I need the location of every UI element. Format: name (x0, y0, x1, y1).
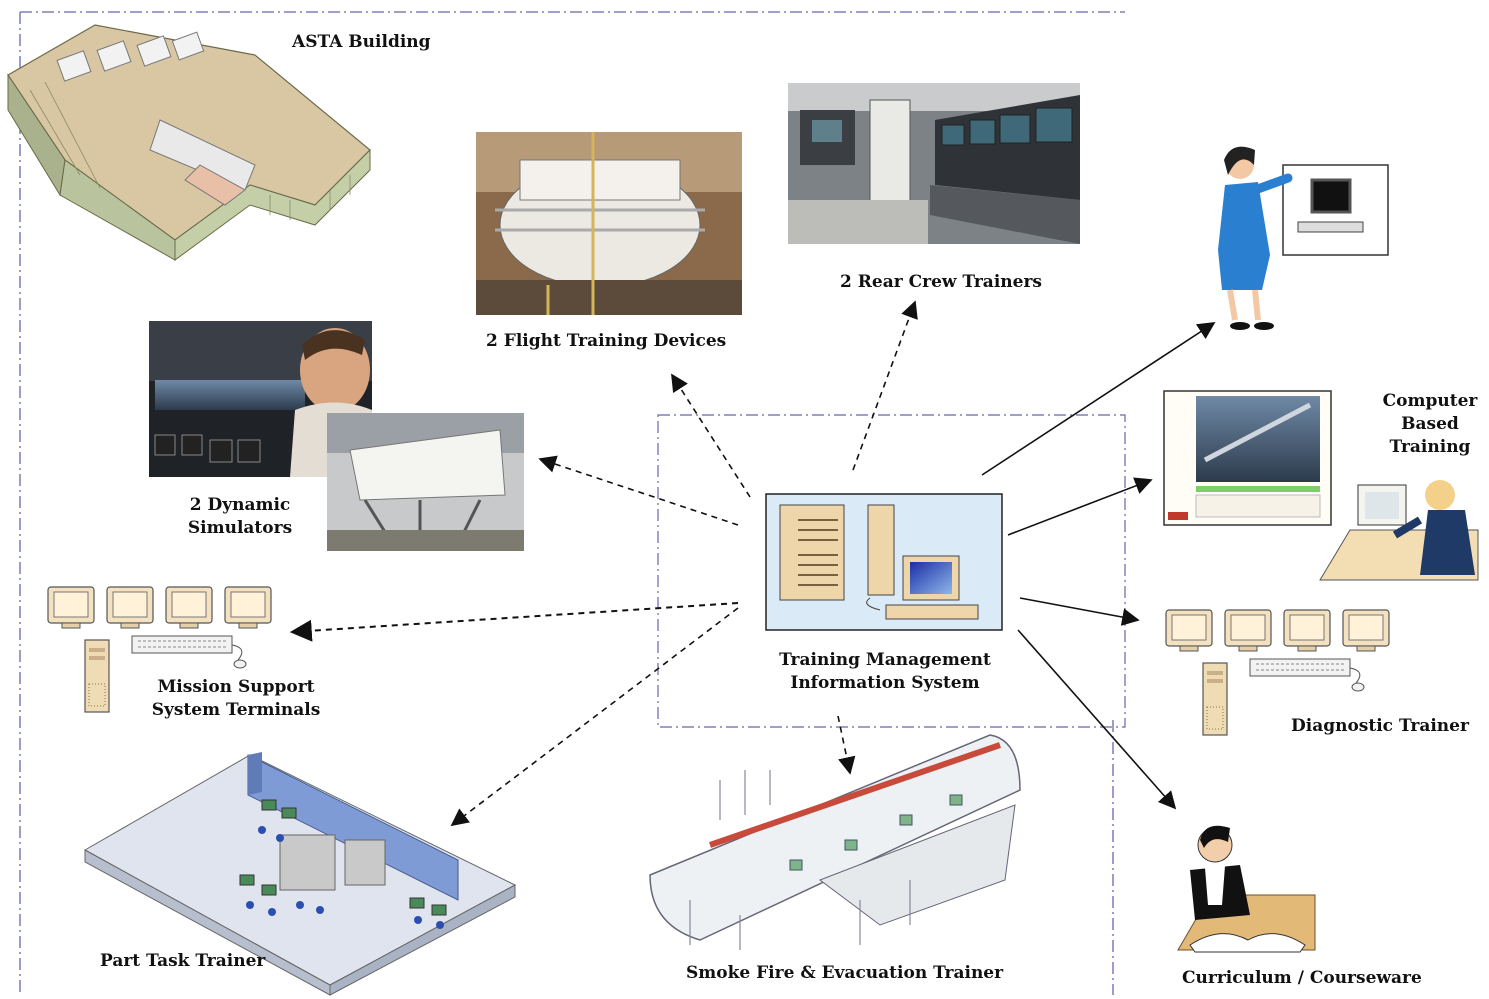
seated-user-clipart (1319, 480, 1479, 581)
dynamic-simulators-line1: 2 Dynamic (189, 495, 291, 515)
connector-arrows (289, 300, 1216, 827)
part-task-trainer-floorplan (83, 752, 517, 996)
computer-based-line2: Based (1401, 414, 1459, 434)
part-task-trainer-label: Part Task Trainer (100, 951, 266, 971)
computer-based-training-label: Computer Based Training (1375, 390, 1485, 459)
outer-boundary (19, 11, 1125, 995)
mission-support-label: Mission Support System Terminals (146, 676, 326, 722)
mission-support-line2: System Terminals (151, 700, 321, 720)
mission-support-terminals-clipart (47, 586, 272, 713)
dynamic-simulators-label: 2 Dynamic Simulators (180, 494, 300, 540)
tmis-label: Training Management Information System (770, 649, 1000, 695)
diagnostic-trainer-clipart (1165, 609, 1390, 736)
flight-training-devices-photo (476, 132, 742, 315)
tmis-line1: Training Management (779, 650, 991, 670)
diagnostic-trainer-label: Diagnostic Trainer (1291, 716, 1469, 736)
smoke-fire-trainer-label: Smoke Fire & Evacuation Trainer (686, 963, 1004, 983)
curriculum-reader-clipart (1177, 825, 1316, 953)
rear-crew-trainers-label: 2 Rear Crew Trainers (840, 272, 1042, 292)
computer-based-line3: Training (1389, 437, 1471, 457)
computer-based-training-screen (1163, 390, 1332, 526)
presenter-clipart (1218, 146, 1389, 330)
tmis-line2: Information System (790, 673, 980, 693)
rear-crew-trainers-photo (788, 83, 1080, 244)
asta-building-label: ASTA Building (292, 32, 431, 52)
curriculum-label: Curriculum / Courseware (1182, 968, 1422, 988)
flight-training-devices-label: 2 Flight Training Devices (486, 331, 727, 351)
computer-based-line1: Computer (1382, 391, 1478, 411)
tmis-computer-box (765, 493, 1003, 631)
smoke-fire-trainer-illustration (649, 734, 1021, 950)
dynamic-simulators-photo (149, 321, 524, 551)
center-boundary (657, 414, 1126, 728)
mission-support-line1: Mission Support (157, 677, 315, 697)
building-illustration (7, 24, 371, 261)
dynamic-simulators-line2: Simulators (187, 518, 293, 538)
